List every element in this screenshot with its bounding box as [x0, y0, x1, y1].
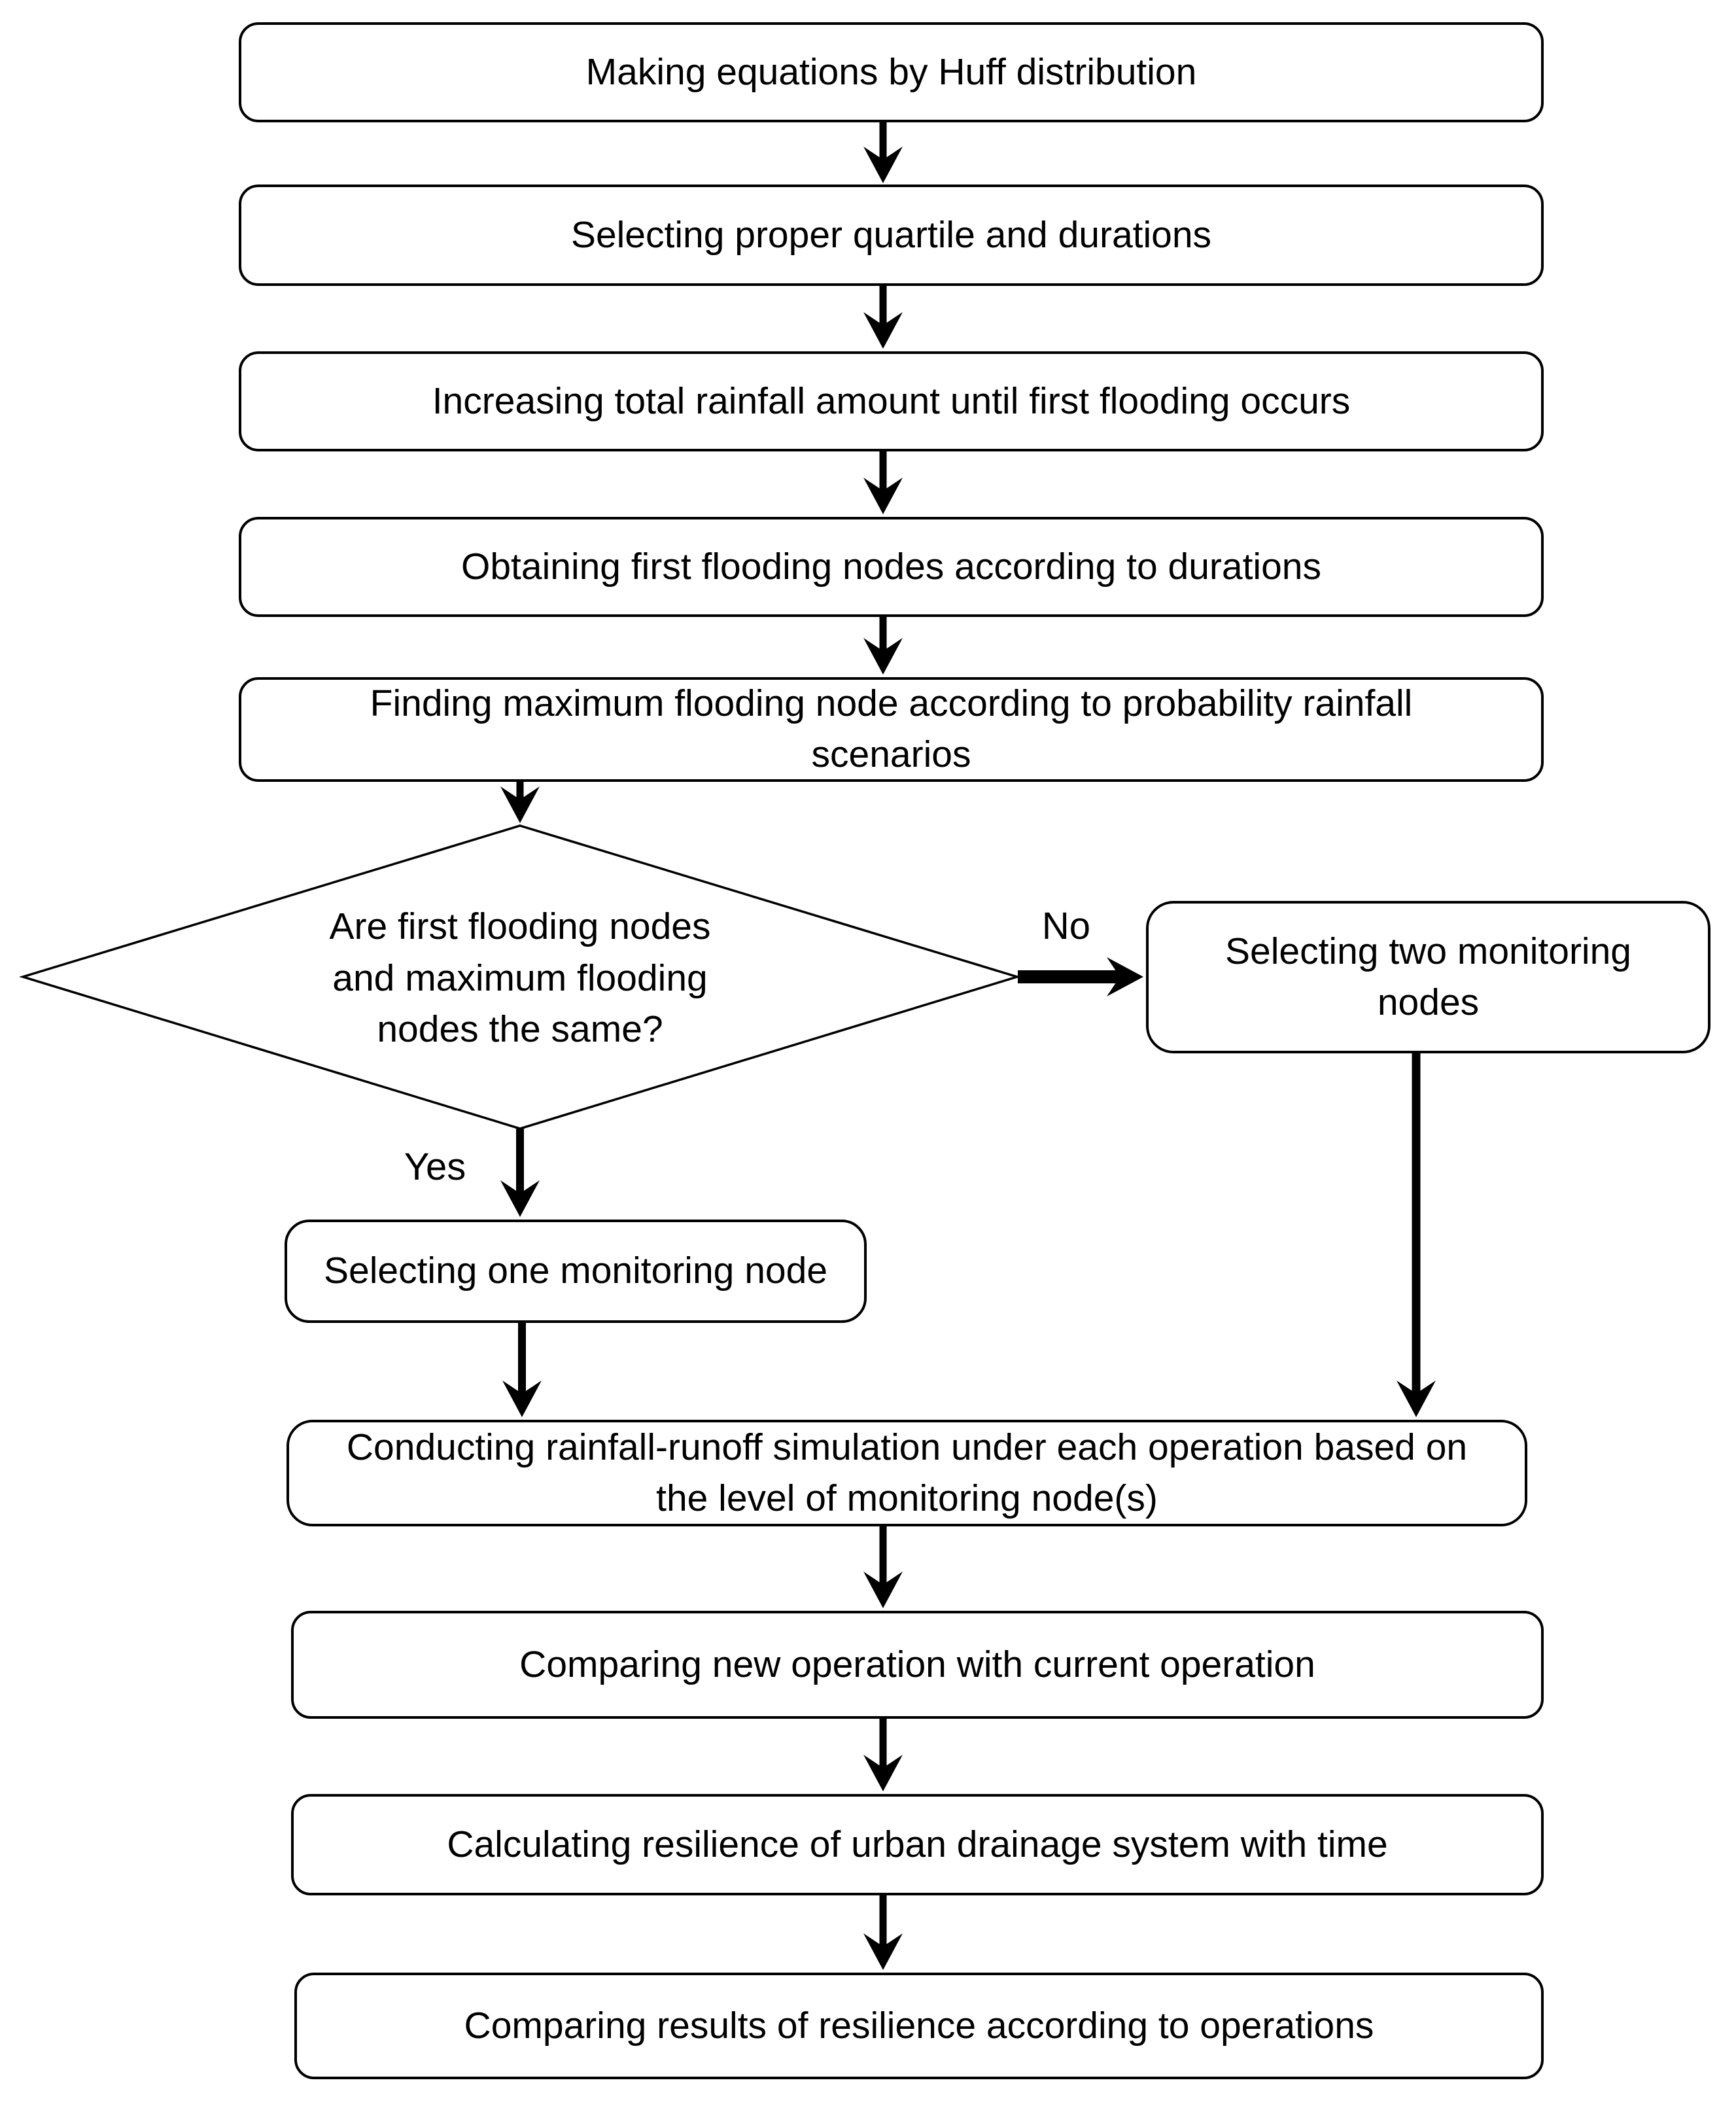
step-comparing-resilience-results: Comparing results of resilience accordin… [294, 1973, 1544, 2079]
branch-selecting-one-monitoring-node: Selecting one monitoring node [285, 1220, 867, 1323]
step-conducting-simulation: Conducting rainfall-runoff simulation un… [286, 1420, 1527, 1526]
arrow-step8-step9 [863, 1895, 903, 1970]
step-comparing-resilience-results-label: Comparing results of resilience accordin… [464, 2004, 1374, 2047]
step-making-equations: Making equations by Huff distribution [239, 22, 1544, 122]
arrow-decision-yes-branch [500, 1129, 540, 1217]
branch-selecting-two-monitoring-nodes-label: Selecting two monitoring nodes [1225, 930, 1631, 1023]
step-calculating-resilience-label: Calculating resilience of urban drainage… [447, 1823, 1388, 1865]
arrow-step4-step5 [863, 617, 903, 675]
step-comparing-operations: Comparing new operation with current ope… [291, 1611, 1544, 1719]
arrow-step3-step4 [863, 451, 903, 514]
yes-edge-label: Yes [404, 1146, 466, 1188]
arrow-no-branch-step6 [1397, 1053, 1436, 1417]
step-finding-maximum-flooding-node-label: Finding maximum flooding node according … [370, 682, 1413, 775]
arrow-yes-branch-step6 [502, 1323, 542, 1417]
no-edge-label: No [1041, 905, 1091, 947]
step-selecting-quartile-label: Selecting proper quartile and durations [570, 213, 1212, 256]
step-increasing-rainfall: Increasing total rainfall amount until f… [239, 351, 1544, 451]
branch-selecting-two-monitoring-nodes: Selecting two monitoring nodes [1146, 901, 1710, 1053]
arrow-step1-step2 [863, 122, 903, 183]
step-obtaining-first-flooding-nodes: Obtaining first flooding nodes according… [239, 517, 1544, 617]
step-increasing-rainfall-label: Increasing total rainfall amount until f… [432, 379, 1351, 422]
decision-same-nodes-label: Are first flooding nodes and maximum flo… [329, 906, 711, 1051]
step-selecting-quartile: Selecting proper quartile and durations [239, 185, 1544, 286]
arrow-step7-step8 [863, 1719, 903, 1791]
step-making-equations-label: Making equations by Huff distribution [585, 50, 1197, 93]
arrow-step6-step7 [863, 1526, 903, 1608]
step-calculating-resilience: Calculating resilience of urban drainage… [291, 1794, 1544, 1895]
branch-selecting-one-monitoring-node-label: Selecting one monitoring node [323, 1250, 828, 1292]
step-finding-maximum-flooding-node: Finding maximum flooding node according … [239, 677, 1544, 782]
arrow-step2-step3 [863, 286, 903, 349]
arrow-decision-no-branch [1018, 957, 1143, 996]
step-conducting-simulation-label: Conducting rainfall-runoff simulation un… [346, 1426, 1468, 1519]
step-obtaining-first-flooding-nodes-label: Obtaining first flooding nodes according… [461, 545, 1321, 588]
arrow-step5-decision [500, 782, 540, 823]
step-comparing-operations-label: Comparing new operation with current ope… [519, 1643, 1315, 1685]
